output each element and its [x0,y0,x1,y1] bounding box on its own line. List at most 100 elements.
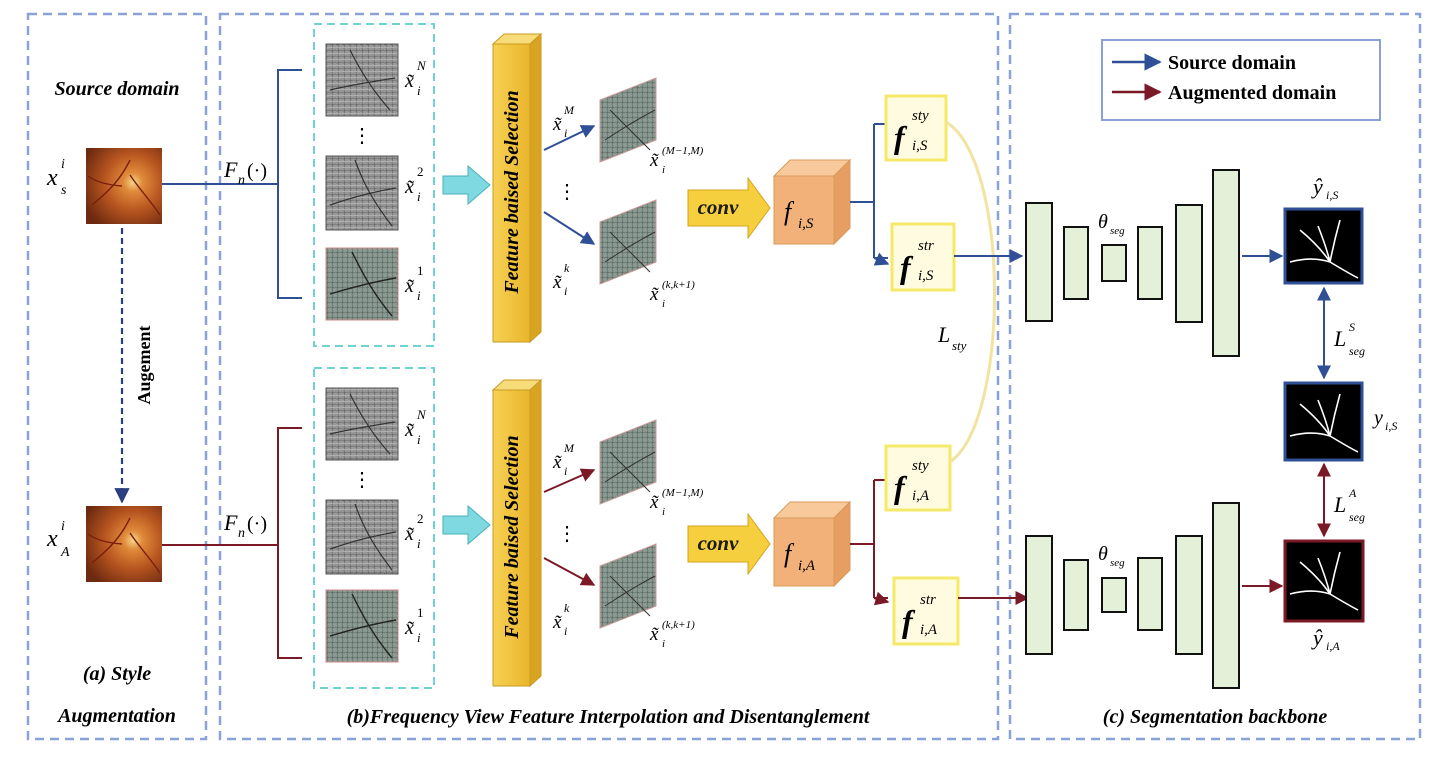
yhat-source-label: ŷ i,S [1311,174,1338,202]
svg-text:x̃: x̃ [404,419,414,441]
x-aug-sup: i [61,519,65,534]
svg-text:x̃: x̃ [552,272,562,293]
svg-text:i: i [417,432,421,447]
x-source-sup: i [61,157,65,172]
theta-source: θ seg [1098,211,1125,237]
source-feature-selection-label: Feature baised Selection [501,90,523,294]
svg-text:f: f [784,197,795,226]
loss-sty-label: L sty [937,322,967,353]
panel-b-border [218,12,1000,741]
legend-augmented-label: Augmented domain [1168,82,1336,104]
aug-select-vdots: ⋮ [557,523,577,545]
x-aug-symbol: x [46,526,58,552]
svg-text:(·): (·) [247,513,267,535]
svg-text:2: 2 [417,511,424,526]
svg-text:i,S: i,S [912,138,928,154]
svg-text:x̃: x̃ [404,70,414,92]
svg-text:(M−1,M): (M−1,M) [662,487,704,499]
svg-text:i,S: i,S [1326,188,1338,202]
svg-text:x̃: x̃ [649,624,659,645]
aug-conv-label: conv [698,531,740,555]
svg-text:n: n [238,173,245,188]
source-conv-arrow [687,176,771,240]
svg-text:N: N [416,58,427,73]
panel-a-border [26,12,208,741]
svg-text:2: 2 [417,164,424,179]
svg-text:seg: seg [1349,510,1365,524]
svg-text:f: f [894,469,908,505]
xt-source-k: x̃ k i [552,261,570,298]
svg-text:str: str [920,592,936,608]
source-bracket [277,69,302,299]
xt-source-2: x̃ 2 i [404,164,424,204]
svg-text:A: A [1348,486,1357,500]
svg-text:ŷ: ŷ [1311,625,1323,650]
svg-text:i,A: i,A [798,558,816,574]
svg-text:i: i [417,288,421,303]
source-select-arrow-m [543,125,596,151]
source-conv-label: conv [698,195,740,219]
source-frequency-box [313,23,435,347]
panel-c-border [1008,12,1422,741]
svg-text:seg: seg [1110,225,1125,237]
f-aug-str: f str i,A [902,592,938,639]
svg-text:f: f [784,539,795,568]
aug-select-arrow-m [543,468,596,493]
xt-aug-k: x̃ k i [552,601,570,638]
svg-text:f: f [902,603,916,639]
svg-text:x̃: x̃ [649,284,659,305]
svg-text:i: i [662,164,665,176]
panel-b-caption: (b)Frequency View Feature Interpolation … [347,706,871,728]
svg-text:i,S: i,S [918,268,934,284]
f-source-label: f i,S [784,197,814,232]
aug-feature-selection-label: Feature baised Selection [501,435,523,639]
legend-source-label: Source domain [1168,52,1296,74]
style-loss-curve [945,120,996,464]
svg-text:1: 1 [417,605,424,620]
svg-text:F: F [223,510,238,535]
augement-label: Augement [134,326,154,405]
svg-text:ŷ: ŷ [1311,174,1323,199]
xt-source-1: x̃ 1 i [404,263,424,303]
aug-style-box [884,444,952,512]
svg-text:(k,k+1): (k,k+1) [662,619,695,631]
svg-text:x̃: x̃ [552,612,562,633]
source-interp-tiles [599,77,657,285]
xt-aug-M: x̃ M i [552,441,575,478]
loss-seg-source-label: L S seg [1333,320,1365,358]
svg-text:sty: sty [912,108,929,124]
svg-text:i: i [662,506,665,518]
yhat-aug-label: ŷ i,A [1311,625,1340,653]
xt-source-mm: x̃ (M−1,M) i [649,145,704,176]
xt-source-N: x̃ N i [404,58,427,98]
svg-text:1: 1 [417,263,424,278]
svg-text:y: y [1372,407,1383,429]
svg-text:n: n [238,526,245,541]
svg-text:i: i [417,189,421,204]
svg-text:N: N [416,407,427,422]
augmented-fundus-image [86,506,162,582]
svg-text:seg: seg [1110,557,1125,569]
svg-text:i: i [417,536,421,551]
aug-feature-cube [772,500,852,588]
svg-text:i: i [564,624,567,638]
aug-split-connector [850,479,888,599]
svg-text:L: L [1333,326,1346,351]
svg-text:sty: sty [912,458,929,474]
panel-a-caption-line2: Augmentation [56,705,176,727]
svg-text:i: i [662,638,665,650]
ground-truth-map [1283,381,1364,462]
svg-text:x̃: x̃ [404,275,414,297]
source-split-connector [850,123,888,259]
aug-structure-box [892,576,960,646]
loss-seg-aug-label: L A seg [1333,486,1365,524]
source-cyan-arrow [442,164,491,206]
svg-text:i: i [417,83,421,98]
svg-text:i,A: i,A [1326,639,1340,653]
svg-text:f: f [894,119,908,155]
svg-text:f: f [900,249,914,285]
svg-text:(·): (·) [247,160,267,182]
svg-text:sty: sty [952,338,967,353]
f-aug-sty: f sty i,A [894,458,930,505]
